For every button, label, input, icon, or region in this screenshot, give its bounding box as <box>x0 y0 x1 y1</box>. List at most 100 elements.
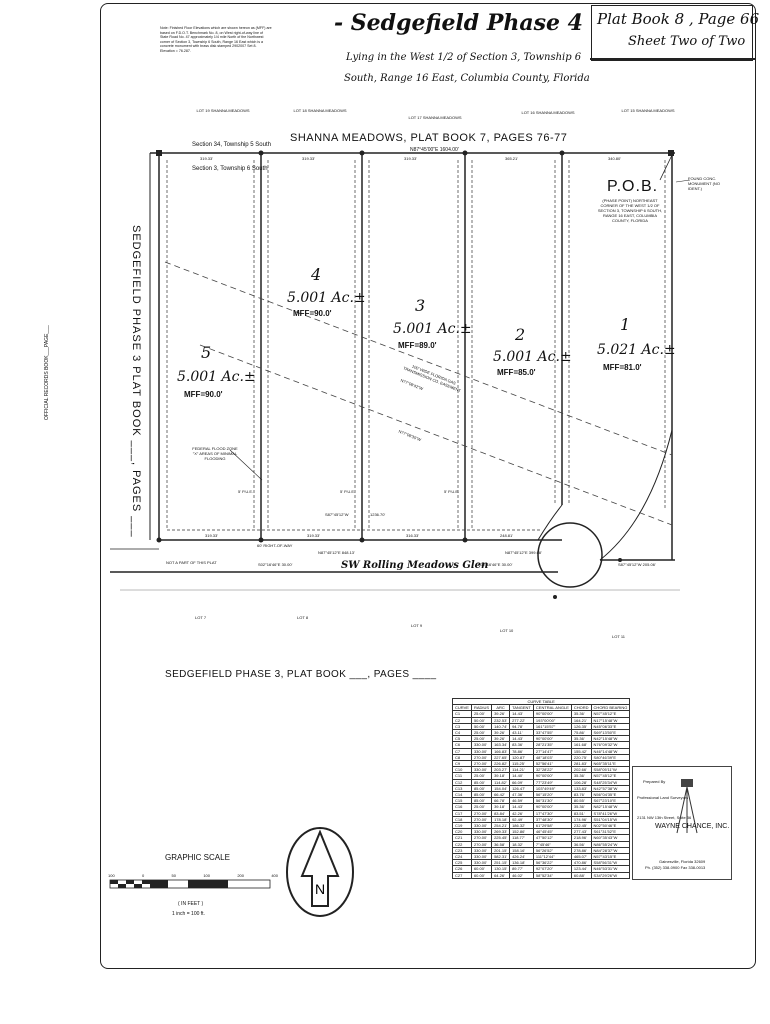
inner-dim: 1236.70' <box>370 512 386 517</box>
lot-4-acres: 5.001 Ac.± <box>287 290 366 306</box>
top-lot-19: LOT 19 SHANNA MEADOWS <box>196 108 250 113</box>
curve-table-cell: N57°43'15"E <box>590 853 631 861</box>
sheet-label: Sheet Two of Two <box>628 34 746 49</box>
curve-table-cell: S34°29'26"W <box>590 871 631 879</box>
professional-label: Professional Land Surveyors <box>637 795 689 800</box>
lot-5-mff: MFF=90.0' <box>184 390 223 399</box>
bottom-lot-10: LOT 10 <box>500 628 514 633</box>
plat-subtitle-2: South, Range 16 East, Columbia County, F… <box>344 73 590 84</box>
curve-table-cell: 39.26' <box>491 710 511 718</box>
sedgefield-phase3-label: SEDGEFIELD PHASE 3, PLAT BOOK ___, PAGES… <box>165 669 437 680</box>
curve-table-cell: 90°00'00" <box>532 772 572 780</box>
scale-tick: 400 <box>271 873 278 878</box>
lot-1-acres: 5.021 Ac.± <box>597 342 676 358</box>
prepared-by-label: Prepared By <box>643 779 666 784</box>
curve-table-cell: 32°28'22" <box>532 766 572 774</box>
curve-table-cell: 90°00'00" <box>532 735 572 743</box>
curve-table-cell: 58°52'34" <box>532 871 572 879</box>
curve-table-cell: 61°29'58" <box>532 822 572 830</box>
curve-table-cell: 25.00' <box>470 728 493 737</box>
curve-table-cell: N57°45'12"E <box>590 772 631 780</box>
curve-table-cell: 28°21'35" <box>532 741 572 749</box>
curve-table-cell: 330.00' <box>470 853 493 861</box>
elevation-note: Note: Finished Floor Elevations which ar… <box>160 26 272 53</box>
curve-table-cell: N82°15'48"W <box>590 803 631 811</box>
lot-3-mff: MFF=89.0' <box>398 341 437 350</box>
north-letter: N <box>315 881 325 897</box>
curve-table-cell: 60.00' <box>470 865 493 873</box>
curve-table-cell: 47°50'12" <box>532 834 572 842</box>
curve-table-cell: 25.00' <box>470 803 493 811</box>
curve-table-cell: 92°07'20" <box>532 865 572 873</box>
preparer-address: 2131 NW 13th Street, Suite 36 <box>637 815 692 820</box>
bottom-lot-11: LOT 11 <box>612 634 625 639</box>
bottom-dim-1: 319.33' <box>205 533 218 538</box>
curve-table-cell: 17°47'30" <box>532 809 572 817</box>
curve-table-cell: N65°35'11"E <box>590 760 631 768</box>
curve-table-cell: N17°15'48"W <box>590 716 631 724</box>
plat-book-underline <box>590 58 756 60</box>
pob-label: P.O.B. <box>607 178 659 195</box>
curve-table-cell: 103°49'49" <box>532 784 572 793</box>
curve-table-cell: 225.45' <box>491 834 511 842</box>
road-bearing-2: N87°45'12"E 399.68' <box>505 550 542 555</box>
top-lot-18: LOT 18 SHANNA MEADOWS <box>293 108 347 113</box>
curve-table-cell: 227.65' <box>491 753 511 762</box>
not-part-label: NOT A PART OF THIS PLAT <box>166 560 217 565</box>
lot-5-number: 5 <box>201 343 212 362</box>
curve-table-cell: 50.00' <box>470 716 493 724</box>
graphic-scale-title: GRAPHIC SCALE <box>165 853 230 862</box>
curve-table-cell: 25.00' <box>470 735 493 743</box>
curve-table-cell: 201.15' <box>491 846 511 855</box>
curve-table-cell: 56°31'30" <box>532 797 572 805</box>
curve-table-cell: 330.00' <box>470 766 493 774</box>
curve-table-cell: 48°18'03" <box>532 753 572 762</box>
curve-table-cell: S51°04'15"W <box>590 815 631 824</box>
lot-4-mff: MFF=90.0' <box>293 309 332 318</box>
bottom-lot-8: LOT 8 <box>297 615 309 620</box>
curve-table-cell: 36.58' <box>491 840 511 848</box>
curve-table-cell: 270.00' <box>470 753 493 762</box>
lot-4-number: 4 <box>311 265 322 284</box>
section-34-label: Section 34, Township 5 South <box>192 142 271 148</box>
curve-table-header: CHORD <box>570 704 592 712</box>
curve-table-cell: N84°28'37"W <box>590 846 631 855</box>
plat-subtitle-1: Lying in the West 1/2 of Section 3, Town… <box>346 52 582 63</box>
curve-table-cell: 270.00' <box>470 834 493 842</box>
bottom-dim-4: 248.81' <box>500 533 513 538</box>
curve-table-cell: 270.00' <box>470 809 493 817</box>
found-monument-label: FOUND CONC. MONUMENT (NO IDENT.) <box>688 176 720 191</box>
pue-label-1: 5' P.U.E. <box>238 489 254 494</box>
curve-table-cell: 60.88' <box>570 871 592 879</box>
curve-table-cell: 90°00'00" <box>532 803 572 811</box>
curve-table-cell: 140.74' <box>491 722 511 731</box>
curve-table-cell: 85.00' <box>470 778 493 786</box>
pue-label-3: 5' P.U.E. <box>444 489 460 494</box>
scale-tick: 200 <box>237 873 244 878</box>
top-dim-3: 319.33' <box>404 156 417 161</box>
preparer-city: Gainesville, Florida 32609 <box>659 859 706 864</box>
scale-tick: 0 <box>142 873 145 878</box>
curve-table-cell: 83.84' <box>491 809 511 817</box>
top-lot-15: LOT 15 SHANNA MEADOWS <box>621 108 675 113</box>
scale-tick: 50 <box>171 873 176 878</box>
company-name: WAYNE CHANCE, INC. <box>655 823 730 830</box>
lot-3-number: 3 <box>415 296 426 315</box>
curve-table-cell: N60°35'43"W <box>590 834 631 842</box>
curve-table-header: CURVE <box>452 704 472 712</box>
top-dim-4: 365.21' <box>505 156 518 161</box>
curve-table-header: RADIUS <box>470 704 493 712</box>
curve-table-cell: 46.02' <box>509 871 534 879</box>
curve-table-cell: 269.33' <box>491 828 511 836</box>
curve-table-cell: 330.00' <box>470 822 493 830</box>
preparer-phone: Ph. (352) 338-0900 Fax 338-0013 <box>645 865 706 870</box>
